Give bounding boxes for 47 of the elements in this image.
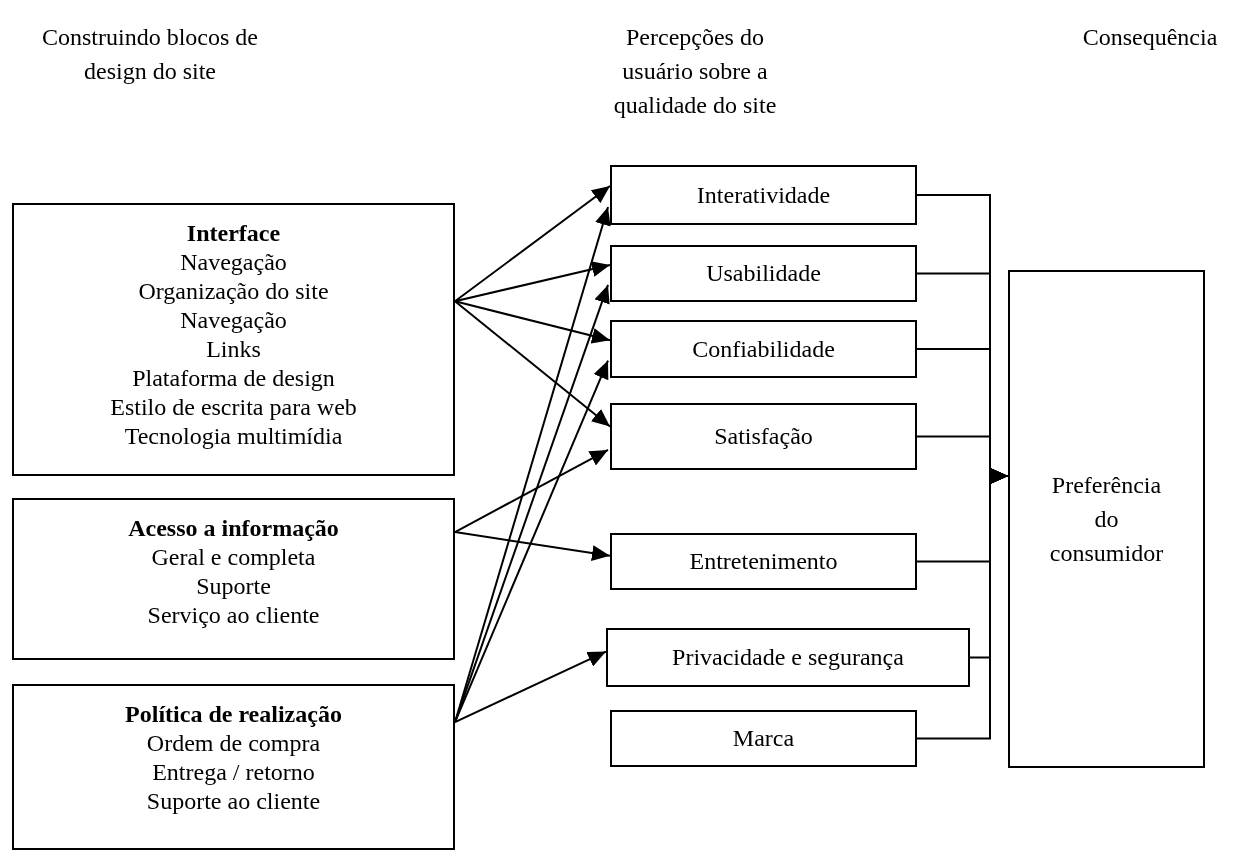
- box-label: Navegação: [180, 306, 287, 335]
- box-label: Usabilidade: [706, 259, 821, 288]
- box-label: Links: [206, 335, 261, 364]
- box-label: Organização do site: [138, 277, 329, 306]
- factor-box: [606, 628, 970, 687]
- box-label: Plataforma de design: [132, 364, 335, 393]
- factor-box: [610, 320, 917, 378]
- box-label: Interatividade: [696, 180, 831, 210]
- box-label: Entretenimento: [689, 547, 838, 576]
- box-label: Geral e completa: [151, 543, 316, 572]
- box-label: Estilo de escrita para web: [110, 393, 357, 422]
- arrow: [454, 300, 611, 344]
- box-label: Satisfação: [714, 422, 813, 451]
- factor-box: [610, 403, 917, 470]
- factor-box: [610, 710, 917, 767]
- arrow: [454, 650, 607, 724]
- column-heading: Consequência: [1081, 23, 1219, 52]
- category-box: [12, 498, 455, 660]
- arrow: [454, 300, 611, 428]
- column-heading: Percepções do usuário sobre a qualidade do site: [612, 23, 778, 120]
- box-label: Tecnologia multimídia: [124, 422, 343, 451]
- box-label: Confiabilidade: [692, 334, 835, 364]
- column-heading: Construindo blocos de design do site: [41, 23, 259, 86]
- box-label: Privacidade e segurança: [672, 643, 904, 672]
- category-box: [12, 203, 455, 476]
- box-heading: Interface: [186, 219, 281, 248]
- box-heading: Acesso a informação: [128, 514, 339, 543]
- arrow: [454, 531, 611, 561]
- box-label: Ordem de compra: [146, 729, 321, 758]
- box-label: Navegação: [180, 248, 287, 277]
- factor-box: [610, 533, 917, 590]
- box-heading: Política de realização: [125, 700, 342, 729]
- arrow: [454, 261, 611, 303]
- box-label: Preferência do consumidor: [1048, 471, 1165, 568]
- arrow: [454, 448, 609, 533]
- factor-box: [610, 165, 917, 225]
- box-label: Serviço ao cliente: [147, 601, 320, 630]
- box-label: Suporte ao cliente: [146, 787, 321, 816]
- arrow: [454, 185, 611, 303]
- box-label: Entrega / retorno: [152, 758, 315, 787]
- box-label: Suporte: [196, 572, 271, 601]
- factor-box: [1008, 270, 1205, 768]
- factor-box: [610, 245, 917, 302]
- arrow: [916, 468, 1009, 740]
- box-label: Marca: [732, 724, 795, 753]
- category-box: [12, 684, 455, 850]
- arrow: [454, 359, 609, 724]
